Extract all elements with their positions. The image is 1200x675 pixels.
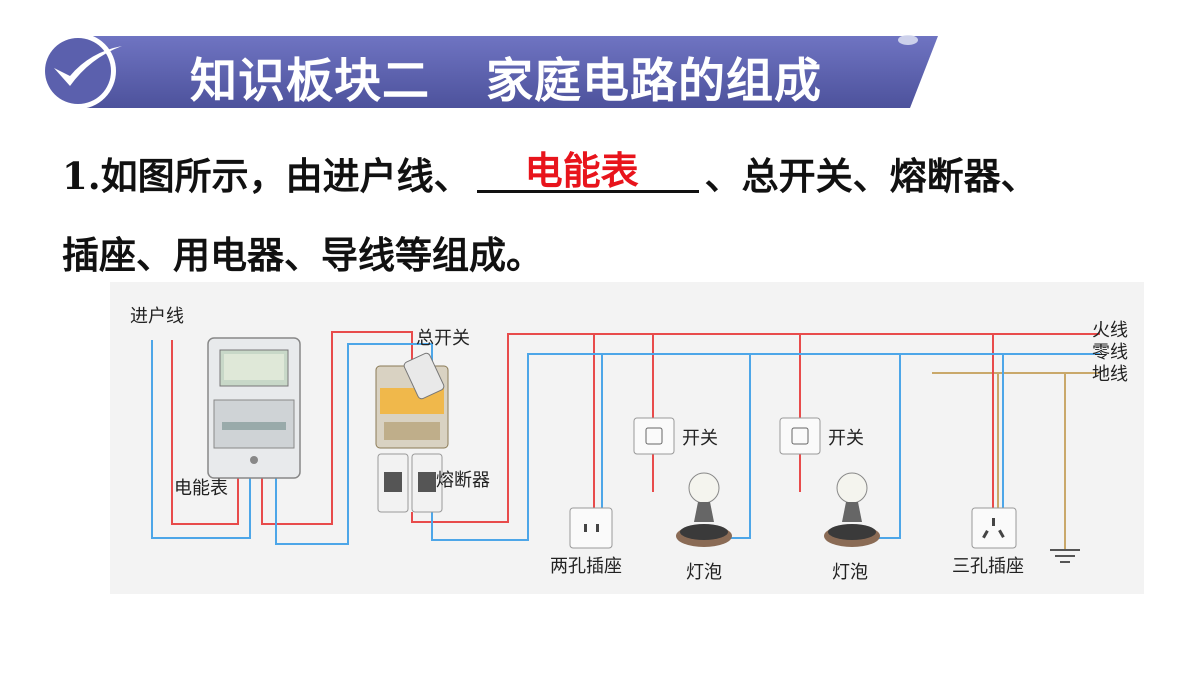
label-main-switch: 总开关 — [416, 328, 470, 349]
label-live-wire: 火线 — [1092, 320, 1128, 341]
banner-title-part1: 知识板块二 — [190, 54, 430, 109]
circuit-diagram: 进户线 电能表 总开关 熔断器 开关 开关 火线 零线 地线 两孔插座 灯泡 灯… — [110, 282, 1144, 594]
label-switch-1: 开关 — [682, 428, 718, 449]
wall-switch-2-icon — [779, 417, 821, 455]
three-pin-socket-icon — [971, 507, 1017, 549]
section-banner: 知识板块二 家庭电路的组成 — [38, 30, 943, 112]
banner-title-part2: 家庭电路的组成 — [486, 54, 822, 109]
label-bulb-2: 灯泡 — [832, 562, 868, 583]
label-meter: 电能表 — [174, 478, 228, 499]
label-incoming-line: 进户线 — [130, 306, 184, 327]
banner-title: 知识板块二 家庭电路的组成 — [190, 42, 822, 111]
answer-blank: 电能表 — [476, 149, 699, 193]
question-text-line2: 插座、用电器、导线等组成。 — [62, 233, 543, 277]
ground-symbol-icon — [1050, 549, 1080, 563]
wall-switch-1-icon — [633, 417, 675, 455]
label-two-pin-socket: 两孔插座 — [550, 556, 622, 577]
live-wire — [171, 331, 1100, 525]
two-pin-socket-icon — [569, 507, 613, 549]
check-badge-icon — [40, 33, 122, 109]
label-ground-wire: 地线 — [1092, 364, 1128, 385]
main-switch-icon — [375, 352, 449, 449]
label-neutral-wire: 零线 — [1092, 342, 1128, 363]
question-text-before: 1.如图所示，由进户线、 — [62, 154, 471, 198]
fuse-icon — [377, 453, 443, 513]
ground-wire — [932, 372, 1100, 550]
light-bulb-2-icon — [824, 472, 880, 547]
label-fuse: 熔断器 — [436, 470, 490, 491]
banner-background — [40, 33, 938, 109]
answer-text: 电能表 — [524, 149, 639, 193]
label-three-pin-socket: 三孔插座 — [952, 556, 1024, 577]
light-bulb-1-icon — [676, 472, 732, 547]
question-line-1: 1.如图所示，由进户线、 电能表 、总开关、熔断器、 — [62, 146, 1038, 200]
label-switch-2: 开关 — [828, 428, 864, 449]
question-text-after: 、总开关、熔断器、 — [704, 154, 1038, 198]
label-bulb-1: 灯泡 — [686, 562, 722, 583]
electric-meter-icon — [207, 337, 301, 479]
question-line-2: 插座、用电器、导线等组成。 — [62, 225, 543, 279]
highlight-dot — [898, 35, 918, 45]
